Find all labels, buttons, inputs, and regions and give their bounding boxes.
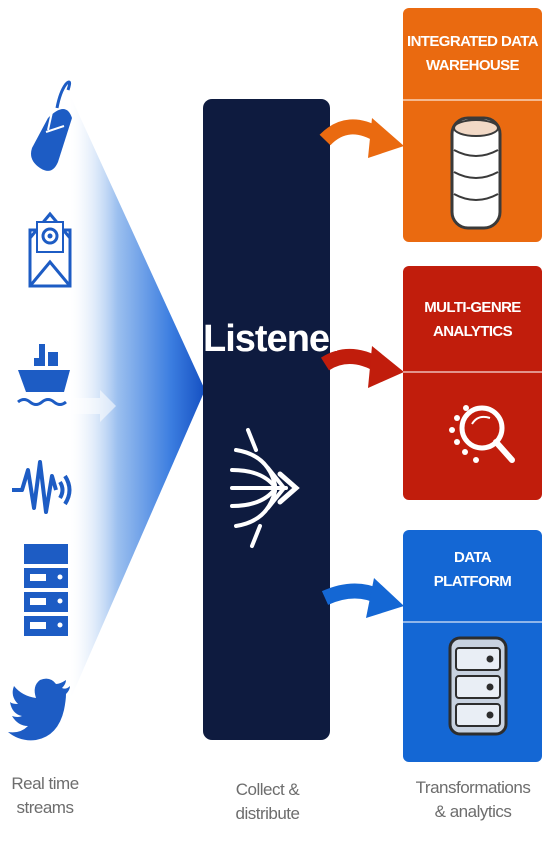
- analytics-title: MULTI-GENRE ANALYTICS: [403, 296, 542, 344]
- listener-caption-line1: Collect &: [235, 780, 300, 799]
- arrow-to-analytics: [320, 346, 404, 388]
- output-caption-line1: Transformations: [415, 778, 531, 797]
- warehouse-title-line2: WAREHOUSE: [426, 57, 520, 74]
- listener-label: Listener: [203, 318, 344, 360]
- distribution-arrows-icon: [230, 428, 300, 548]
- listener-caption-line2: distribute: [235, 804, 300, 823]
- output-caption: Transformations & analytics: [405, 776, 541, 824]
- listener-block: [203, 99, 330, 740]
- warehouse-title-line1: INTEGRATED DATA: [407, 33, 539, 50]
- data-funnel: [70, 95, 205, 700]
- platform-title: DATA PLATFORM: [403, 546, 542, 594]
- platform-title-line2: PLATFORM: [433, 573, 512, 590]
- arrow-to-platform: [321, 578, 404, 618]
- warehouse-title: INTEGRATED DATA WAREHOUSE: [403, 30, 542, 78]
- sources-caption-line1: Real time: [11, 774, 79, 793]
- funnel-arrow-icon: [72, 390, 116, 422]
- sources-caption-line2: streams: [16, 798, 74, 817]
- server-icon: [448, 636, 508, 736]
- analytics-magnifier-icon: [449, 405, 515, 463]
- mouse-icon: [31, 80, 72, 171]
- twitter-bird-icon: [8, 678, 70, 741]
- database-icon: [450, 116, 502, 230]
- analytics-title-line1: MULTI-GENRE: [424, 299, 521, 316]
- email-icon: [28, 211, 72, 288]
- sources-caption: Real time streams: [0, 772, 90, 820]
- analytics-box: [403, 266, 542, 500]
- server-rack-icon: [24, 544, 68, 636]
- output-caption-line2: & analytics: [434, 802, 512, 821]
- ship-icon: [17, 344, 70, 406]
- platform-title-line1: DATA: [453, 549, 492, 566]
- sound-wave-icon: [12, 460, 72, 514]
- listener-caption: Collect & distribute: [210, 778, 325, 826]
- arrow-to-warehouse: [319, 118, 404, 158]
- analytics-title-line2: ANALYTICS: [432, 323, 513, 340]
